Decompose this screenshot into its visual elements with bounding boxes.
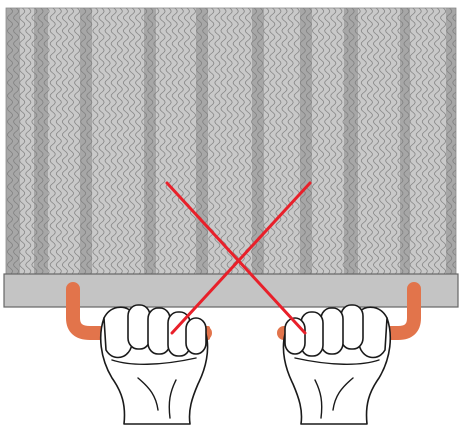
heatsink-fins-icon (6, 8, 458, 274)
gloved-hand-icon (101, 305, 391, 424)
